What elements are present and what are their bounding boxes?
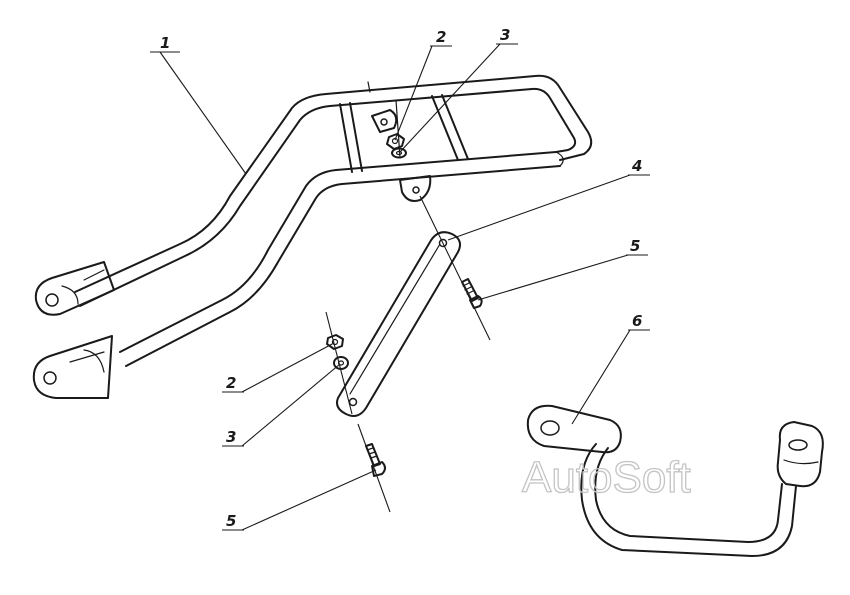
callout-5-lower: 5 xyxy=(226,512,236,530)
callout-2-upper: 2 xyxy=(436,28,446,46)
callout-5-right: 5 xyxy=(630,237,640,255)
callout-leaders xyxy=(150,43,650,531)
callout-3-lower: 3 xyxy=(226,428,236,446)
part-1-luggage-rack xyxy=(32,74,593,399)
callout-4: 4 xyxy=(631,157,642,175)
nut-2-lower xyxy=(326,334,344,350)
watermark-text: AutoSoft xyxy=(522,453,691,502)
callout-2-lower: 2 xyxy=(226,374,236,392)
washer-3-upper xyxy=(391,147,407,159)
part-4-stay-bar xyxy=(336,231,461,417)
callout-3-upper: 3 xyxy=(500,26,510,44)
callout-labels: 1 2 3 4 5 2 3 5 6 xyxy=(160,26,642,530)
fasteners xyxy=(326,133,483,477)
assembly-axis-lines xyxy=(325,195,491,513)
callout-1: 1 xyxy=(160,34,170,52)
callout-6: 6 xyxy=(632,312,642,330)
nut-2-upper xyxy=(386,133,405,150)
part-6-grab-handle xyxy=(526,404,824,557)
